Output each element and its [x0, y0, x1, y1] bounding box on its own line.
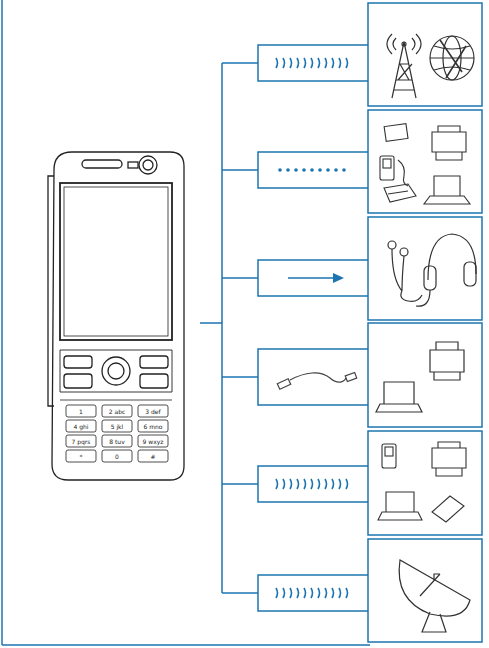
- network-icons: [387, 34, 474, 98]
- infrared-dots: [278, 168, 346, 172]
- satellite-dish: [399, 560, 470, 632]
- key-button: [66, 450, 96, 462]
- key-button: [102, 435, 132, 447]
- key-label: 2 abc: [109, 408, 126, 415]
- key-button: [102, 405, 132, 417]
- key-label: 8 tuv: [109, 438, 124, 445]
- bluetooth-devices: [380, 124, 470, 204]
- key-label: 6 mno: [143, 423, 162, 430]
- frame: [2, 0, 482, 645]
- key-button: [66, 435, 96, 447]
- key-button: [138, 420, 168, 432]
- key-button: [102, 450, 132, 462]
- key-label: *: [80, 453, 83, 460]
- key-button: [102, 420, 132, 432]
- key-button: [138, 435, 168, 447]
- wireless-devices: [378, 442, 466, 522]
- key-label: 9 wxyz: [143, 438, 164, 445]
- key-button: [138, 405, 168, 417]
- key-button: [66, 405, 96, 417]
- key-label: 0: [115, 453, 119, 460]
- key-label: 3 def: [145, 408, 160, 415]
- key-button: [66, 420, 96, 432]
- key-label: 7 pqrs: [72, 438, 91, 445]
- cable-devices: [376, 342, 464, 412]
- key-label: 5 jkl: [111, 423, 124, 430]
- key-label: 4 ghi: [73, 423, 88, 430]
- key-button: [138, 450, 168, 462]
- key-label: 1: [79, 408, 83, 415]
- key-label: #: [150, 453, 155, 460]
- usb-cable: [277, 372, 356, 389]
- keypad: [66, 405, 168, 462]
- mobile-phone: [48, 152, 184, 480]
- arrow-symbol: [288, 273, 344, 283]
- headset-icons: [388, 234, 476, 306]
